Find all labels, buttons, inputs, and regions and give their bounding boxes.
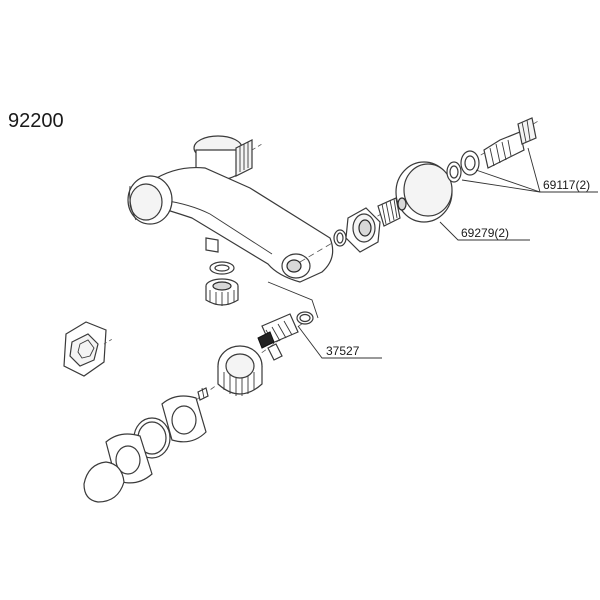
union-nut	[345, 207, 381, 253]
gasket-ring	[133, 417, 171, 459]
flange-washer-2	[460, 150, 480, 176]
thermostatic-cartridge	[257, 313, 299, 361]
bottom-washer	[209, 261, 235, 275]
bottom-nut	[205, 278, 239, 306]
model-number: 92200	[8, 110, 64, 132]
gasket-plate-1	[161, 395, 207, 443]
decorative-flange	[395, 161, 453, 223]
flange-washer-1	[446, 161, 462, 183]
callout-label: 69117(2)	[543, 178, 591, 192]
o-ring-small	[333, 229, 347, 247]
faucet-body	[127, 135, 334, 283]
hex-nut	[63, 321, 115, 377]
retaining-screw	[197, 387, 209, 401]
control-knob-hub	[217, 345, 263, 396]
eccentric-connector	[483, 117, 537, 169]
callout-label: 69279(2)	[461, 226, 510, 240]
threaded-adapter	[377, 197, 401, 227]
callout-label: 37527	[326, 344, 360, 358]
cover-cap	[83, 461, 125, 503]
cartridge-o-ring	[296, 311, 314, 325]
callout-leaders	[267, 147, 598, 359]
